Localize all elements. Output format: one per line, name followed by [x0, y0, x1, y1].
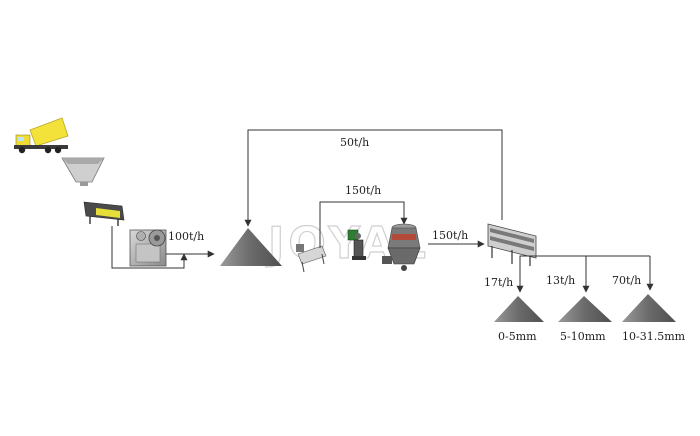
- dump-truck-icon: [14, 117, 69, 154]
- belt-feeder-icon: [296, 244, 327, 273]
- product-pile-10-31-5: [622, 294, 676, 322]
- vibrating-screen-icon: [487, 223, 537, 266]
- product-flow-label: 13t/h: [546, 274, 575, 287]
- product-flow-label: 17t/h: [484, 276, 513, 289]
- product-size-label: 0-5mm: [498, 330, 537, 343]
- product-flow-label: 70t/h: [612, 274, 641, 287]
- flow-line-recycle: [244, 129, 503, 227]
- flow-label-jaw-output: 100t/h: [168, 230, 204, 243]
- jaw-crusher-icon: [129, 229, 167, 267]
- flow-label-cone-feed: 150t/h: [345, 184, 381, 197]
- product-pile-5-10: [558, 296, 612, 322]
- hopper-icon: [61, 157, 105, 186]
- vibrating-feeder-icon: [83, 201, 125, 226]
- product-pile-0-5: [494, 296, 544, 322]
- flow-label-recycle: 50t/h: [340, 136, 369, 149]
- stockpile-icon: [220, 228, 282, 266]
- cone-crusher-icon: [382, 223, 421, 271]
- flow-label-cone-output: 150t/h: [432, 229, 468, 242]
- flow-line-jaw-to-stockpile: [111, 226, 188, 269]
- motor-drive-icon: [347, 229, 366, 260]
- product-size-label: 10-31.5mm: [622, 330, 686, 343]
- product-size-label: 5-10mm: [560, 330, 606, 343]
- flow-line-products: [519, 255, 650, 258]
- flow-line-cone-feed: [319, 201, 408, 248]
